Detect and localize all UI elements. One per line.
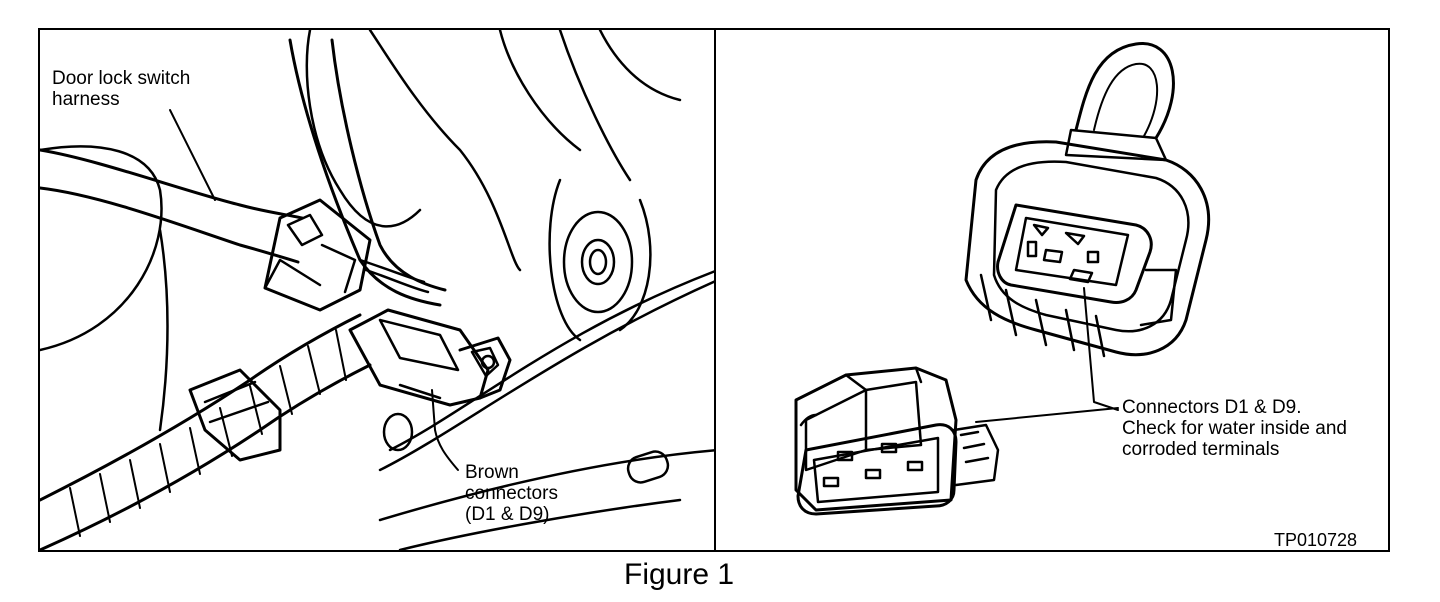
left-panel-door-harness: Door lock switch harness Brown connector… <box>38 28 716 552</box>
brown-label-line-3: (D1 & D9) <box>465 504 550 525</box>
door-harness-illustration <box>40 30 714 550</box>
figure-code: TP010728 <box>1274 530 1358 550</box>
connector-detail-illustration <box>794 42 1211 516</box>
brown-connectors-label: Brown connectors (D1 & D9) <box>465 462 558 525</box>
figure-caption: Figure 1 <box>624 558 735 591</box>
right-panel-connector-detail: Connectors D1 & D9. Check for water insi… <box>714 28 1390 552</box>
harness-label-line-2: harness <box>52 89 120 110</box>
connectors-label-line-2: Check for water inside and <box>1122 418 1347 439</box>
connectors-d1-d9-label: Connectors D1 & D9. Check for water insi… <box>1122 397 1347 460</box>
door-lock-switch-harness-label: Door lock switch harness <box>52 68 190 110</box>
brown-label-line-1: Brown <box>465 462 519 483</box>
connectors-label-line-1: Connectors D1 & D9. <box>1122 397 1302 418</box>
connectors-label-line-3: corroded terminals <box>1122 439 1280 460</box>
brown-label-line-2: connectors <box>465 483 558 504</box>
harness-label-line-1: Door lock switch <box>52 68 191 89</box>
